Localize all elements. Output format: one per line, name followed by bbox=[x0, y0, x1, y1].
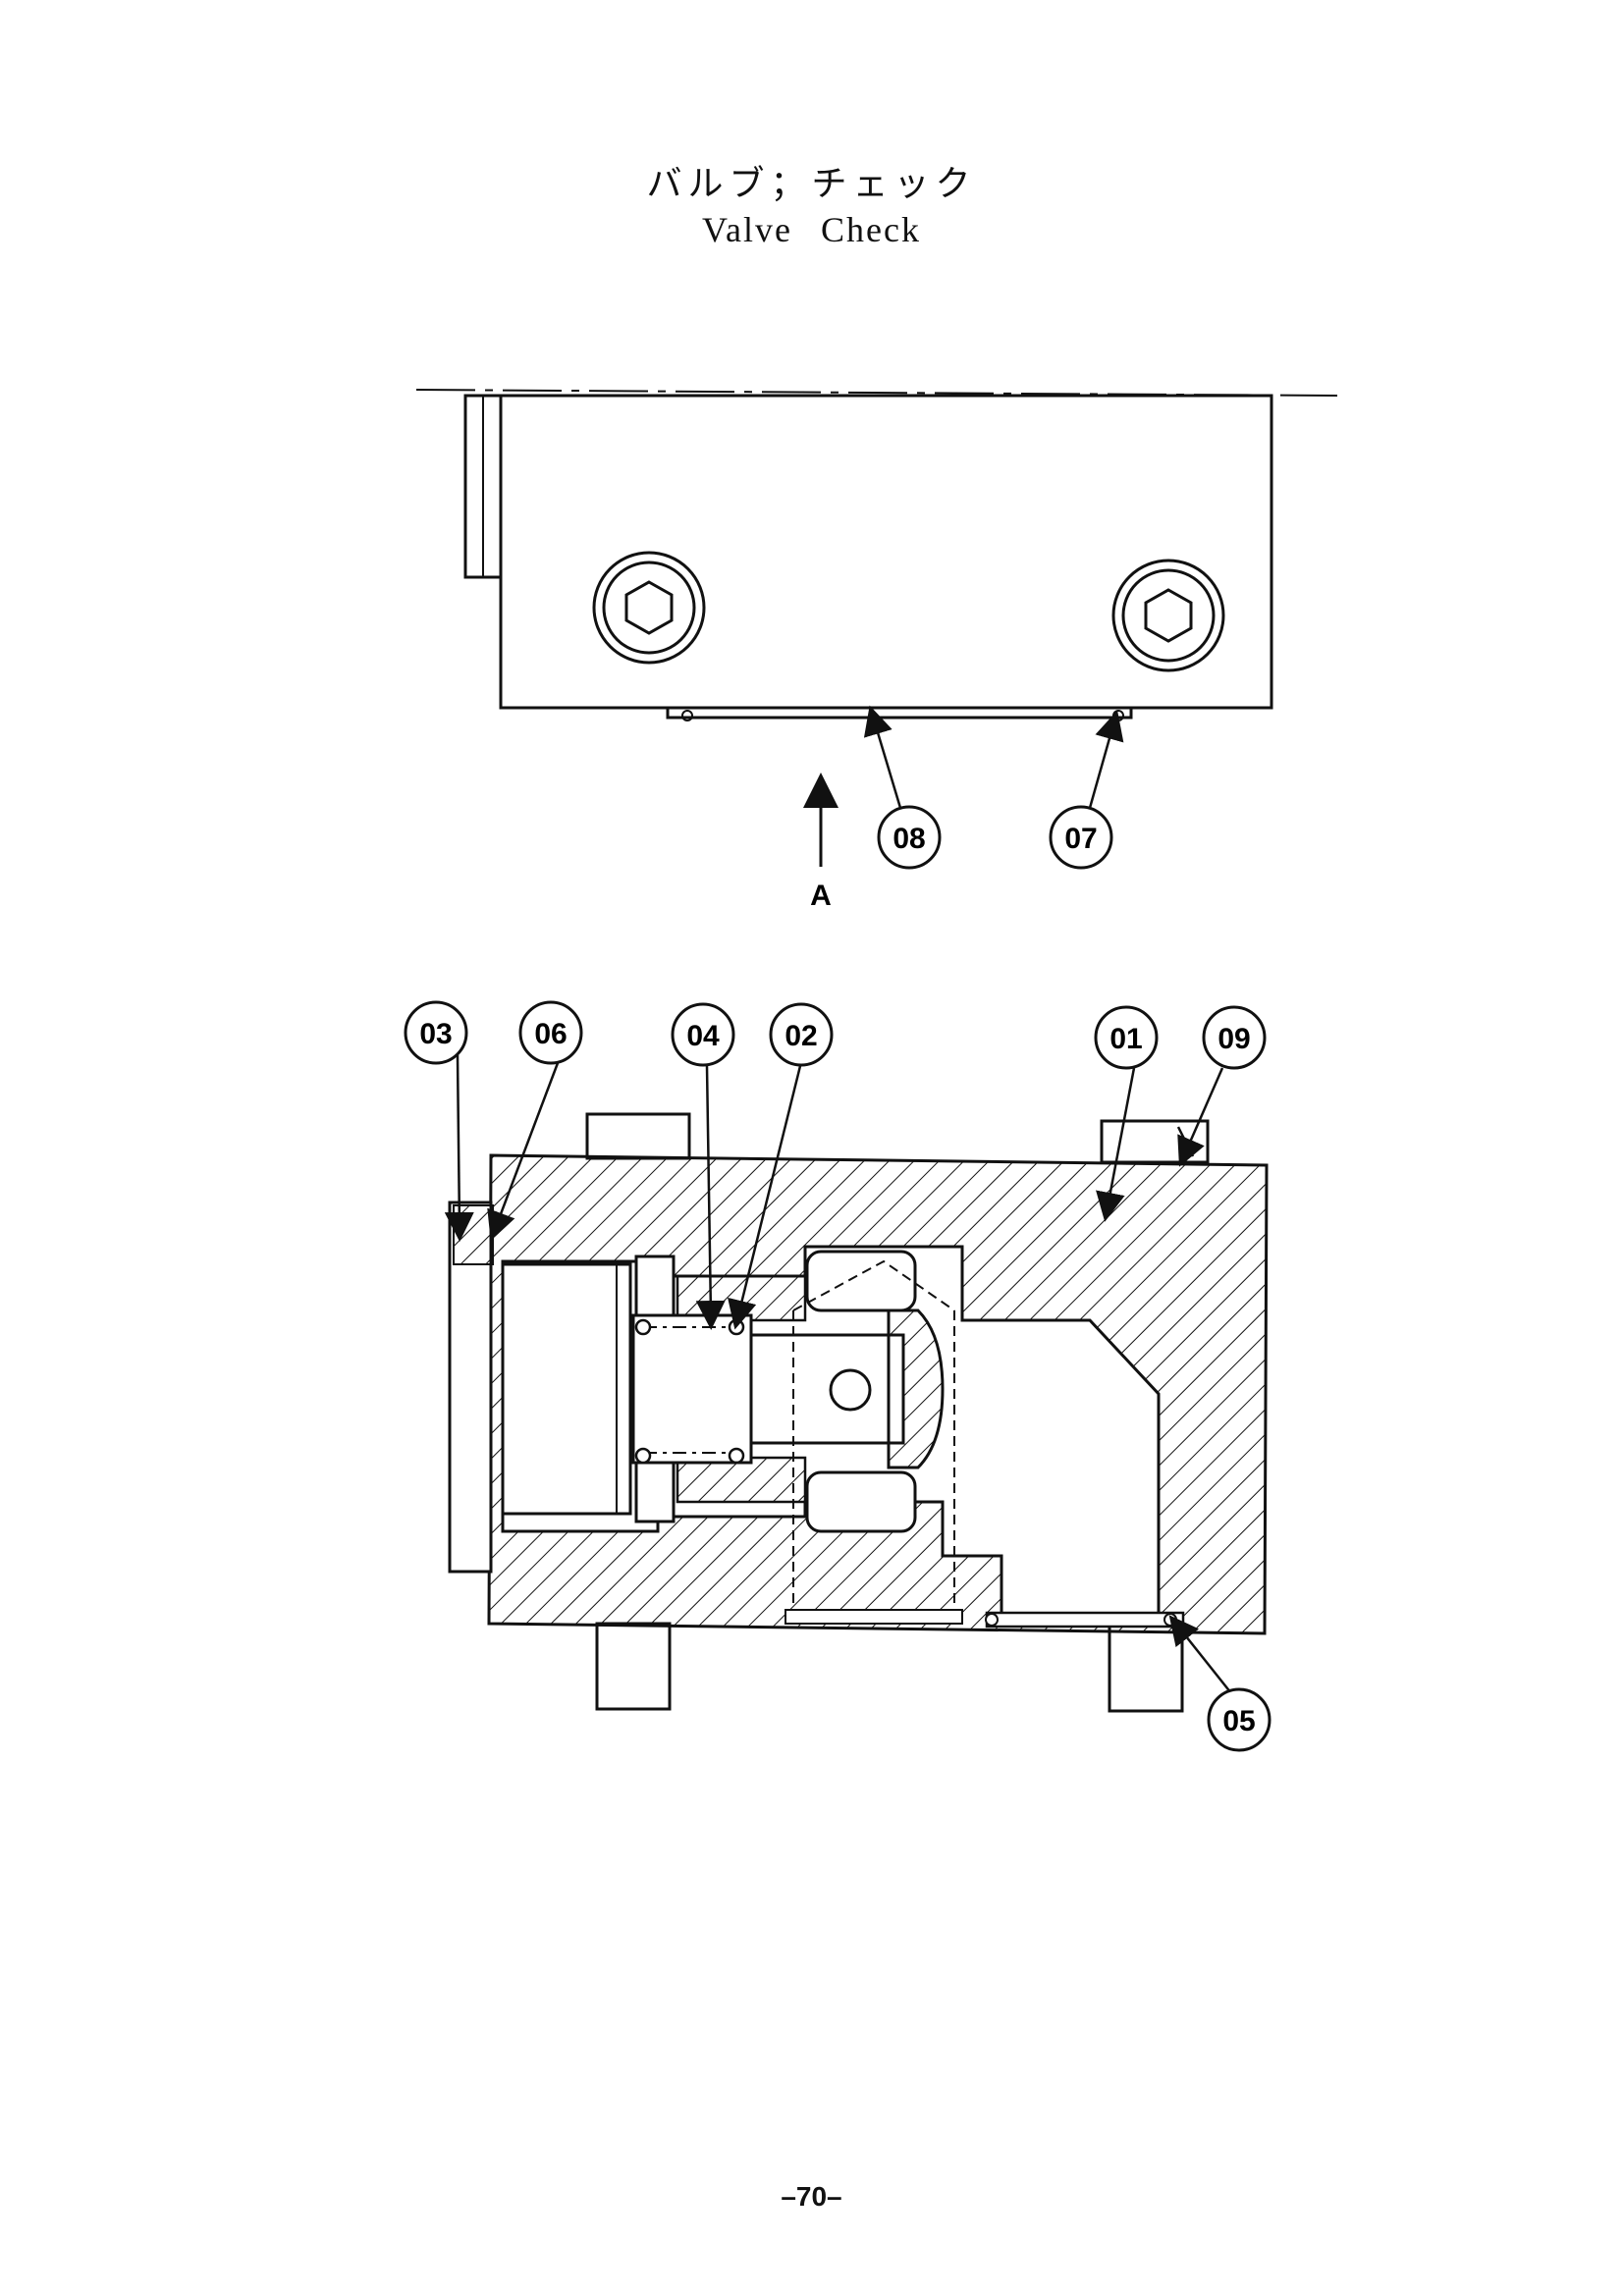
callout-08: 08 bbox=[877, 805, 942, 870]
callout-06: 06 bbox=[518, 1000, 583, 1065]
title-japanese: バルブ；チェック bbox=[646, 164, 977, 204]
svg-text:04: 04 bbox=[686, 1020, 720, 1052]
callout-02: 02 bbox=[769, 1002, 834, 1067]
callout-01: 01 bbox=[1094, 1005, 1159, 1070]
spring-sleeve bbox=[631, 1313, 753, 1465]
valve-body-outline bbox=[499, 394, 1273, 710]
title-english: Valve Check bbox=[702, 210, 921, 249]
stud-top-right bbox=[1100, 1119, 1210, 1164]
stud-bottom-left bbox=[595, 1622, 672, 1711]
bolt-head-icon bbox=[592, 551, 706, 665]
svg-text:05: 05 bbox=[1222, 1705, 1255, 1737]
svg-text:08: 08 bbox=[893, 823, 925, 855]
svg-text:01: 01 bbox=[1109, 1023, 1142, 1055]
svg-text:09: 09 bbox=[1217, 1023, 1250, 1055]
svg-text:03: 03 bbox=[419, 1018, 452, 1050]
callout-03: 03 bbox=[404, 1000, 468, 1065]
svg-text:06: 06 bbox=[534, 1018, 567, 1050]
top-view bbox=[415, 389, 1338, 867]
stud-top-left bbox=[585, 1112, 691, 1160]
callout-09: 09 bbox=[1202, 1005, 1267, 1070]
section-view bbox=[444, 1054, 1269, 1713]
stud-bottom-right bbox=[1108, 1624, 1184, 1713]
callout-07: 07 bbox=[1049, 805, 1113, 870]
poppet-head bbox=[887, 1308, 945, 1469]
bolt-head-icon bbox=[1111, 559, 1225, 672]
callout-04: 04 bbox=[671, 1002, 735, 1067]
plug-body bbox=[501, 1262, 632, 1516]
cover-plate bbox=[666, 706, 1133, 720]
page-number: –70– bbox=[781, 2181, 842, 2212]
callout-05: 05 bbox=[1207, 1687, 1271, 1752]
svg-text:07: 07 bbox=[1064, 823, 1097, 855]
svg-text:02: 02 bbox=[784, 1020, 817, 1052]
view-label-a: A bbox=[810, 880, 832, 912]
